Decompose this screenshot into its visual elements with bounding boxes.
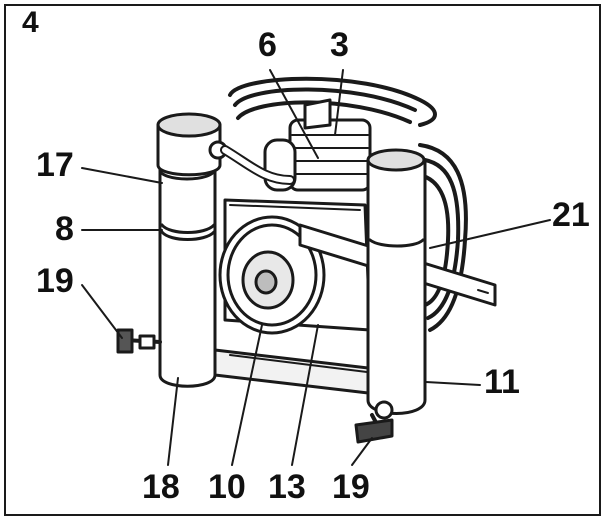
callout-11: 11 — [484, 363, 520, 401]
left-drain-valve — [116, 328, 162, 354]
callout-6: 6 — [258, 26, 277, 64]
right-drain-valve — [354, 400, 394, 444]
figure-number: 4 — [22, 6, 39, 39]
callout-18: 18 — [142, 468, 180, 506]
leader-lines — [81, 69, 551, 466]
callout-19-bottom: 19 — [332, 468, 370, 506]
callout-17: 17 — [36, 146, 74, 184]
cooling-coil — [228, 76, 468, 332]
pulley — [218, 215, 326, 335]
right-tank — [366, 148, 427, 415]
base-frame — [213, 348, 387, 397]
callout-10: 10 — [208, 468, 246, 506]
callout-19-left: 19 — [36, 262, 74, 300]
left-separator-tank — [158, 159, 217, 388]
callout-21: 21 — [552, 196, 590, 234]
callout-8: 8 — [55, 210, 74, 248]
callout-3: 3 — [330, 26, 349, 64]
callout-13: 13 — [268, 468, 306, 506]
filter-cap — [156, 112, 295, 185]
